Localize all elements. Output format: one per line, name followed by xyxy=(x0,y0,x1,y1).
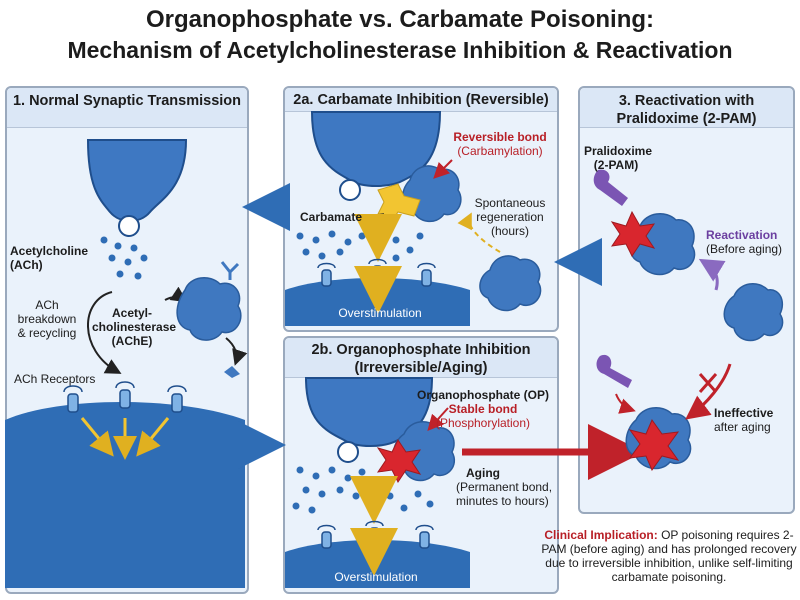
bond-pointer-2b xyxy=(427,407,449,431)
panel-1-heading: 1. Normal Synaptic Transmission xyxy=(7,88,247,128)
failed-reactivation-arrow xyxy=(685,363,732,420)
panel-3-heading: 3. Reactivation with Pralidoxime (2-PAM) xyxy=(580,88,793,128)
choline-fragment xyxy=(220,261,240,280)
regenerated-enzyme-2a xyxy=(479,255,542,312)
bond-pointer-2a xyxy=(433,159,453,179)
organophosphate-molecule xyxy=(376,439,422,483)
presynaptic-terminal-2b xyxy=(304,377,434,447)
receptors-label: ACh Receptors xyxy=(14,372,96,386)
pralidoxime-label: Pralidoxime (2-PAM) xyxy=(584,144,653,172)
title-line-2: Mechanism of Acetylcholinesterase Inhibi… xyxy=(67,37,733,63)
regeneration-arrow xyxy=(457,212,501,253)
acetate-fragment xyxy=(224,366,240,378)
before-aging-label: (Before aging) xyxy=(706,242,783,256)
synaptic-vesicle-2b xyxy=(337,441,359,463)
block-x-icon xyxy=(698,373,718,393)
after-aging-label: after aging xyxy=(714,420,771,434)
carbamylation-label: (Carbamylation) xyxy=(457,144,543,158)
acetylcholine-molecules xyxy=(100,236,148,280)
ach-receptors-1 xyxy=(63,381,187,413)
recycling-arrow xyxy=(87,291,122,374)
reactivation-label: Reactivation xyxy=(706,228,778,242)
clinical-implication: Clinical Implication: OP poisoning requi… xyxy=(540,528,798,584)
presynaptic-terminal xyxy=(86,139,188,222)
aging-detail-label: (Permanent bond, minutes to hours) xyxy=(456,480,553,508)
title-line-1: Organophosphate vs. Carbamate Poisoning: xyxy=(145,6,655,33)
overstimulation-label-2b: Overstimulation xyxy=(334,570,418,584)
bound-op-red-3 xyxy=(610,210,656,257)
regeneration-label: Spontaneous regeneration (hours) xyxy=(474,196,546,238)
carbamate-label: Carbamate xyxy=(300,210,363,224)
reversible-bond-label: Reversible bond xyxy=(453,130,547,144)
ache-enzyme xyxy=(176,277,242,341)
pralidoxime-wrench-2 xyxy=(596,354,632,388)
panel-2b-heading: 2b. Organophosphate Inhibition (Irrevers… xyxy=(285,338,557,378)
ach-label: Acetylcholine (ACh) xyxy=(10,244,89,272)
ineffective-label: Ineffective xyxy=(714,406,774,420)
phosphorylation-label: (Phosphorylation) xyxy=(435,416,531,430)
op-label: Organophosphate (OP) xyxy=(417,388,549,402)
wrench-pointer-arrow xyxy=(615,393,636,414)
stable-bond-label: Stable bond xyxy=(448,402,518,416)
flow-arrow-3-to-2a-shaft xyxy=(566,258,580,266)
clinical-prefix: Clinical Implication: xyxy=(544,528,658,542)
ache-label: Acetyl- cholinesterase (AChE) xyxy=(92,306,177,348)
reactivated-enzyme xyxy=(723,283,784,342)
aging-label: Aging xyxy=(466,466,500,480)
postsynaptic-membrane-1 xyxy=(5,402,245,588)
synaptic-vesicle-2a xyxy=(339,179,361,201)
pralidoxime-wrench-1 xyxy=(593,169,628,206)
breakdown-label: ACh breakdown & recycling xyxy=(17,298,77,340)
overstimulation-label-2a: Overstimulation xyxy=(338,306,422,320)
aged-op-red xyxy=(628,418,680,472)
signal-arrows-1 xyxy=(80,417,170,460)
synaptic-vesicle xyxy=(118,215,140,237)
cleavage-arrow xyxy=(225,337,248,366)
acetylcholine-2a xyxy=(296,230,424,262)
reactivation-return-arrow xyxy=(698,258,726,291)
clinical-text: OP poisoning requires 2-PAM (before agin… xyxy=(541,528,797,584)
presynaptic-terminal-2a xyxy=(310,111,442,187)
